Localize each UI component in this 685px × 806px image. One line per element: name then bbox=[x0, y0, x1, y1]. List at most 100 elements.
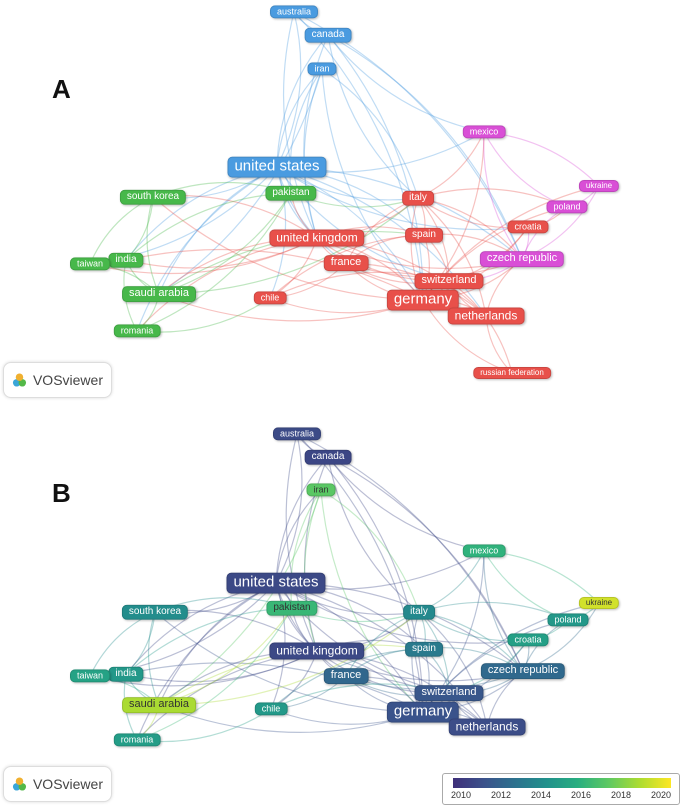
link-edge bbox=[125, 237, 318, 269]
node-romania[interactable]: romania bbox=[113, 324, 161, 338]
node-south-korea[interactable]: south korea bbox=[121, 604, 189, 620]
link-edge bbox=[282, 11, 318, 239]
node-czech-republic[interactable]: czech republic bbox=[480, 663, 566, 679]
node-mexico[interactable]: mexico bbox=[462, 544, 506, 558]
link-edge bbox=[270, 648, 425, 710]
link-edge bbox=[483, 131, 568, 208]
node-france[interactable]: france bbox=[323, 668, 369, 684]
link-edge bbox=[321, 68, 424, 301]
link-edge bbox=[125, 650, 318, 683]
link-edge bbox=[410, 197, 424, 301]
node-netherlands[interactable]: netherlands bbox=[447, 307, 525, 325]
vosviewer-logo-a: VOSviewer bbox=[3, 362, 112, 398]
link-edge bbox=[276, 11, 302, 168]
network-panel-b: B australia canada iran united states mexico… bbox=[0, 420, 685, 806]
link-edge bbox=[158, 166, 278, 295]
node-spain[interactable]: spain bbox=[405, 641, 443, 657]
node-united-kingdom[interactable]: united kingdom bbox=[269, 229, 365, 247]
node-australia[interactable]: australia bbox=[269, 5, 319, 19]
link-edge bbox=[485, 315, 513, 374]
vosviewer-logo-b: VOSviewer bbox=[3, 766, 112, 802]
link-edge bbox=[483, 550, 569, 621]
link-edge bbox=[89, 237, 318, 275]
node-croatia[interactable]: croatia bbox=[507, 633, 549, 647]
link-edge bbox=[327, 34, 419, 199]
link-edge bbox=[136, 607, 293, 741]
node-poland[interactable]: poland bbox=[547, 613, 589, 627]
node-ukraine[interactable]: ukraine bbox=[578, 180, 620, 192]
node-canada[interactable]: canada bbox=[304, 27, 352, 43]
link-edge bbox=[158, 489, 322, 706]
node-united-states[interactable]: united states bbox=[226, 572, 326, 594]
link-edge bbox=[321, 68, 419, 199]
link-edge bbox=[152, 196, 424, 301]
link-edge bbox=[275, 433, 303, 584]
node-united-states[interactable]: united states bbox=[227, 156, 327, 178]
link-edge bbox=[411, 611, 424, 713]
link-edge bbox=[327, 456, 524, 672]
node-south-korea[interactable]: south korea bbox=[119, 189, 187, 205]
node-iran[interactable]: iran bbox=[307, 62, 337, 76]
legend-tick: 2018 bbox=[610, 790, 632, 800]
vosviewer-logo-text: VOSviewer bbox=[32, 776, 103, 792]
legend-tick: 2014 bbox=[530, 790, 552, 800]
node-taiwan[interactable]: taiwan bbox=[69, 669, 111, 683]
link-edge bbox=[275, 582, 529, 644]
node-canada[interactable]: canada bbox=[304, 449, 352, 465]
link-edge bbox=[293, 11, 424, 301]
node-netherlands[interactable]: netherlands bbox=[448, 718, 526, 736]
node-france[interactable]: france bbox=[323, 255, 369, 271]
link-edge bbox=[136, 192, 292, 332]
node-czech-republic[interactable]: czech republic bbox=[479, 251, 565, 267]
link-edge bbox=[275, 456, 329, 584]
link-edge bbox=[417, 197, 487, 317]
link-edge bbox=[304, 456, 329, 652]
node-italy[interactable]: italy bbox=[402, 190, 434, 206]
node-pakistan[interactable]: pakistan bbox=[265, 185, 317, 201]
legend-gradient-bar bbox=[453, 778, 671, 788]
node-mexico[interactable]: mexico bbox=[462, 125, 506, 139]
legend-tick: 2020 bbox=[650, 790, 672, 800]
node-germany[interactable]: germany bbox=[386, 289, 460, 311]
panel-label-b: B bbox=[52, 478, 71, 508]
node-iran[interactable]: iran bbox=[306, 483, 336, 497]
link-edge bbox=[303, 34, 329, 239]
vosviewer-logo-icon bbox=[12, 777, 27, 791]
node-germany[interactable]: germany bbox=[386, 701, 460, 723]
link-edge bbox=[276, 166, 529, 231]
node-italy[interactable]: italy bbox=[403, 604, 435, 620]
node-pakistan[interactable]: pakistan bbox=[266, 600, 318, 616]
link-edge bbox=[89, 650, 318, 687]
node-romania[interactable]: romania bbox=[113, 733, 161, 747]
node-spain[interactable]: spain bbox=[405, 227, 443, 243]
node-australia[interactable]: australia bbox=[272, 427, 322, 441]
node-switzerland[interactable]: switzerland bbox=[414, 273, 484, 289]
link-edge bbox=[276, 166, 347, 264]
panel-label-a: A bbox=[52, 74, 71, 104]
link-edge bbox=[418, 611, 488, 728]
legend-tick: 2016 bbox=[570, 790, 592, 800]
node-united-kingdom[interactable]: united kingdom bbox=[269, 642, 365, 660]
node-ukraine[interactable]: ukraine bbox=[578, 597, 620, 609]
node-saudi-arabia[interactable]: saudi arabia bbox=[122, 286, 196, 302]
link-edge bbox=[327, 456, 485, 552]
link-edge bbox=[276, 68, 323, 168]
node-russian-federation[interactable]: russian federation bbox=[473, 367, 551, 379]
legend-tick: 2012 bbox=[490, 790, 512, 800]
node-switzerland[interactable]: switzerland bbox=[414, 685, 484, 701]
node-poland[interactable]: poland bbox=[546, 200, 588, 214]
link-edge bbox=[154, 611, 424, 713]
node-croatia[interactable]: croatia bbox=[507, 220, 549, 234]
node-taiwan[interactable]: taiwan bbox=[69, 257, 111, 271]
node-india[interactable]: india bbox=[108, 666, 144, 682]
link-edge bbox=[327, 34, 424, 301]
legend-tick: 2010 bbox=[450, 790, 472, 800]
link-edge bbox=[303, 68, 323, 239]
node-saudi-arabia[interactable]: saudi arabia bbox=[122, 697, 196, 713]
node-india[interactable]: india bbox=[108, 252, 144, 268]
link-edge bbox=[303, 489, 322, 652]
node-chile[interactable]: chile bbox=[254, 702, 288, 716]
node-chile[interactable]: chile bbox=[253, 291, 287, 305]
link-edge bbox=[125, 662, 424, 713]
link-edge bbox=[417, 131, 485, 199]
